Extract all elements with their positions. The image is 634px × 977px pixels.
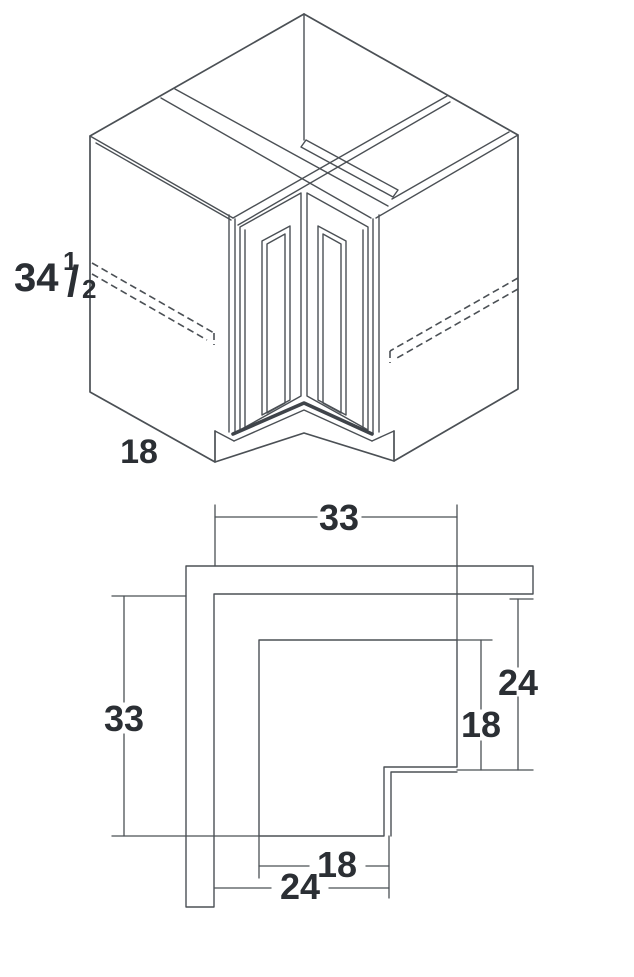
iso-left-door <box>239 192 302 431</box>
plan-bottom-inner-label: 18 <box>317 844 357 885</box>
plan-top-width-label: 33 <box>319 497 359 538</box>
plan-wall-band <box>185 565 534 908</box>
iso-top-rails <box>89 13 519 226</box>
iso-door-bottom-edge <box>231 401 374 436</box>
iso-toe-kick <box>214 401 395 442</box>
height-dim-frac-denominator: 2 <box>82 274 96 304</box>
plan-bottom-outer-label: 24 <box>280 866 320 907</box>
plan-right-outer-label: 24 <box>498 662 538 703</box>
iso-face-frame <box>228 214 380 435</box>
plan-view: 33 33 24 18 18 24 <box>104 497 538 908</box>
height-dim-whole: 34 <box>14 256 59 300</box>
iso-dimension-labels: 34 1 / 2 18 <box>14 246 158 471</box>
height-dim-frac-slash: / <box>67 257 79 306</box>
plan-right-inner-label: 18 <box>461 704 501 745</box>
iso-right-door <box>306 192 369 431</box>
depth-dim-label: 18 <box>120 433 158 471</box>
plan-dimension-lines <box>111 504 534 899</box>
plan-dimension-labels: 33 33 24 18 18 24 <box>104 497 538 907</box>
iso-cabinet-outline <box>89 13 519 463</box>
height-dim-frac-numerator: 1 <box>63 246 77 276</box>
plan-left-depth-label: 33 <box>104 698 144 739</box>
plan-cabinet-outline <box>258 639 458 837</box>
iso-view: 34 1 / 2 18 <box>14 13 519 471</box>
iso-top-rail-plank <box>300 139 399 198</box>
iso-dashed-lines <box>91 262 519 363</box>
